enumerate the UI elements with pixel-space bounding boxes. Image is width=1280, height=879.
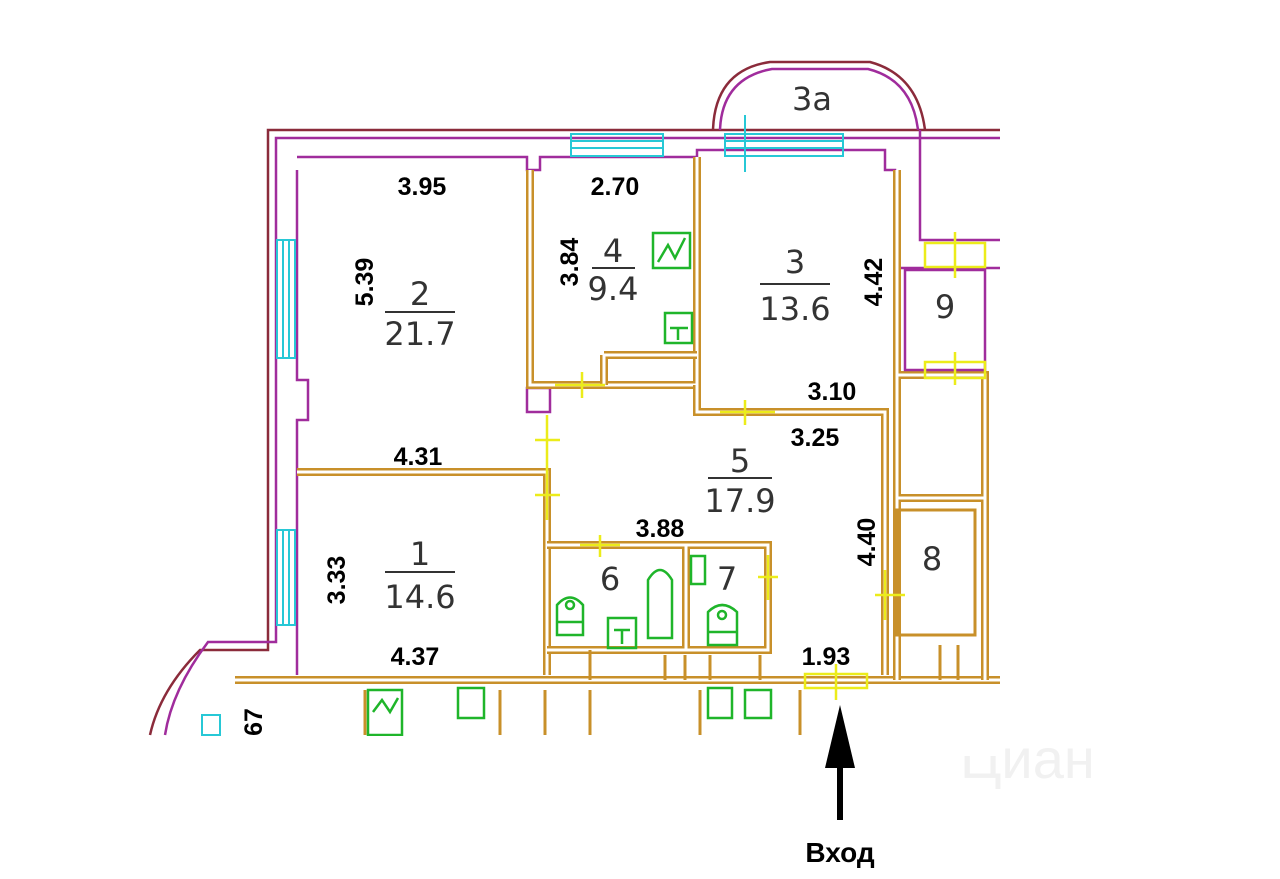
svg-text:17.9: 17.9 — [704, 482, 775, 520]
windows — [201, 115, 844, 736]
svg-text:9: 9 — [935, 288, 955, 326]
svg-text:4.31: 4.31 — [394, 443, 443, 471]
svg-text:4.40: 4.40 — [853, 518, 881, 567]
svg-text:2: 2 — [410, 275, 430, 313]
svg-text:5: 5 — [730, 442, 750, 480]
svg-text:3.84: 3.84 — [556, 238, 584, 287]
toilet-icon — [555, 596, 585, 637]
toilet-icon — [706, 603, 739, 647]
room-4-label: 49.4 — [588, 232, 639, 308]
svg-text:4.42: 4.42 — [860, 258, 888, 307]
svg-text:14.6: 14.6 — [384, 578, 455, 616]
svg-text:1: 1 — [410, 535, 430, 573]
dimension-labels: 3.95 2.70 5.39 3.84 4.42 3.10 3.25 4.31 … — [240, 173, 888, 736]
room-labels: 221.7 49.4 313.6 517.9 114.6 6 7 8 9 3а — [384, 80, 955, 616]
room-5-label: 517.9 — [704, 442, 775, 520]
svg-text:3.33: 3.33 — [323, 556, 351, 605]
svg-text:21.7: 21.7 — [384, 315, 455, 353]
inner-walls — [235, 157, 1000, 735]
stove-icon — [651, 231, 692, 270]
svg-text:1.93: 1.93 — [802, 643, 851, 671]
room-1-label: 114.6 — [384, 535, 455, 616]
svg-text:3а: 3а — [792, 80, 832, 118]
sink-icon — [689, 554, 707, 586]
doors — [535, 232, 987, 700]
svg-text:67: 67 — [240, 708, 268, 736]
entrance-arrow-icon — [825, 705, 855, 820]
svg-text:4.37: 4.37 — [391, 643, 440, 671]
svg-text:3: 3 — [785, 243, 805, 281]
room-3-label: 313.6 — [759, 243, 830, 328]
svg-text:3.95: 3.95 — [398, 173, 447, 201]
room-2-label: 221.7 — [384, 275, 455, 353]
svg-text:8: 8 — [922, 540, 942, 578]
svg-text:7: 7 — [717, 560, 737, 598]
svg-text:13.6: 13.6 — [759, 290, 830, 328]
bathtub-icon — [646, 568, 674, 640]
svg-text:4: 4 — [603, 232, 623, 270]
outer-walls — [148, 60, 1000, 736]
svg-text:6: 6 — [600, 560, 620, 598]
svg-text:5.39: 5.39 — [351, 258, 379, 307]
svg-text:3.88: 3.88 — [636, 515, 685, 543]
svg-text:3.25: 3.25 — [791, 424, 840, 452]
svg-text:3.10: 3.10 — [808, 378, 857, 406]
entrance-label: Вход — [805, 837, 874, 868]
svg-text:2.70: 2.70 — [591, 173, 640, 201]
sink-icon — [663, 311, 694, 345]
svg-text:9.4: 9.4 — [588, 270, 639, 308]
sink-icon — [606, 616, 638, 650]
plumbing-fixtures — [366, 231, 773, 737]
